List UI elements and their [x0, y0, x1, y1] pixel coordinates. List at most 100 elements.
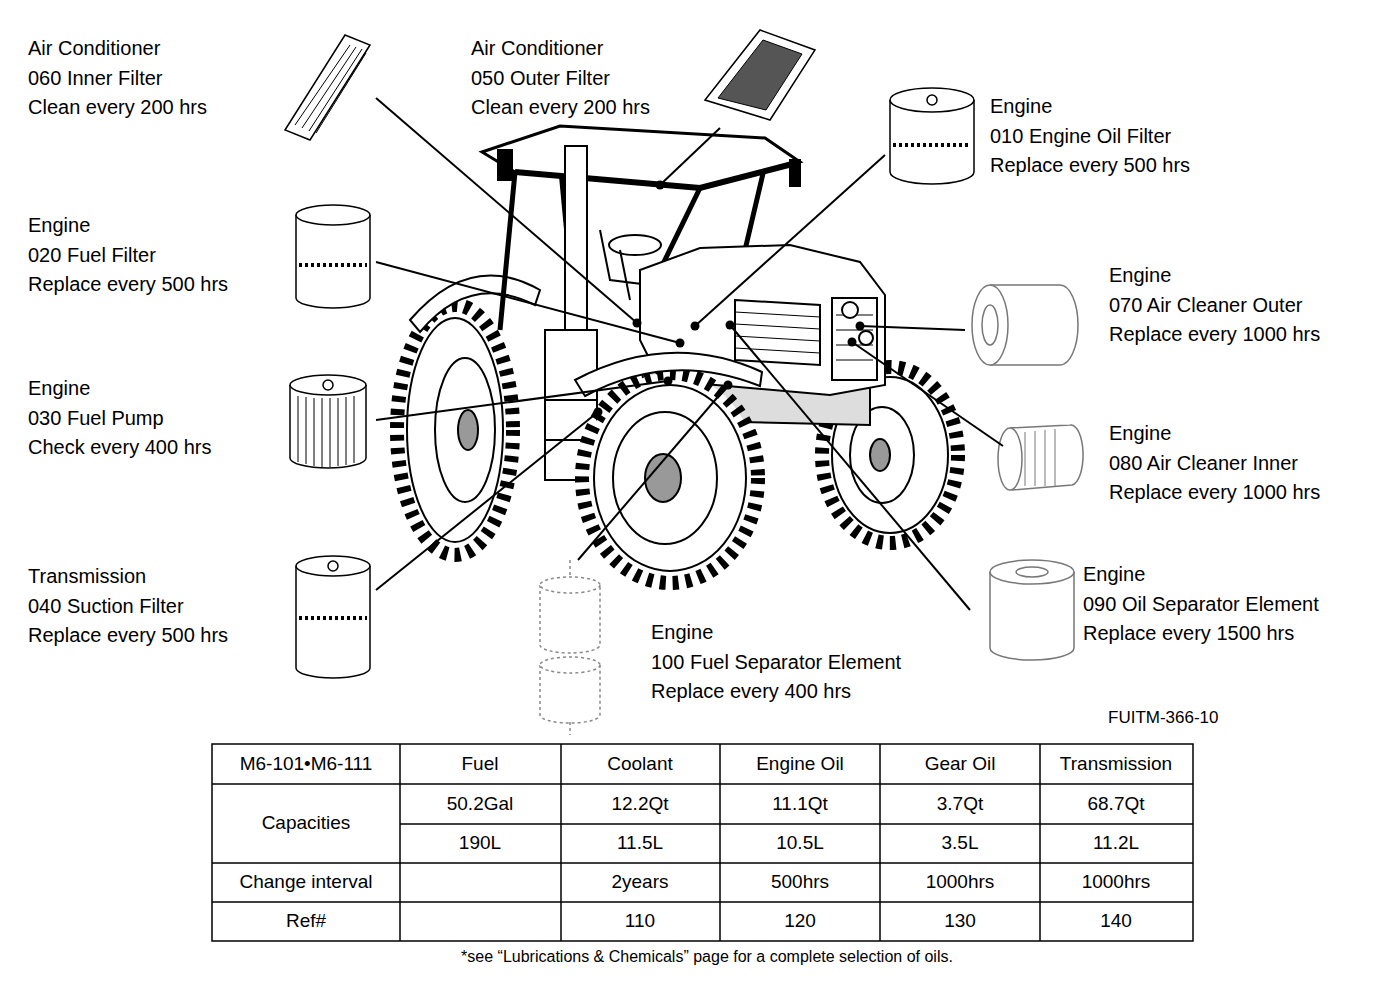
suction-filter: [296, 556, 370, 678]
table-cell: 140: [1100, 910, 1132, 932]
part-name: 040 Suction Filter: [28, 594, 184, 617]
callout-dot: [724, 381, 733, 390]
system-name: Engine: [1083, 563, 1145, 586]
callout-dot: [676, 339, 685, 348]
leader-line: [376, 381, 668, 420]
service-interval: Replace every 500 hrs: [990, 154, 1190, 177]
part-name: 060 Inner Filter: [28, 66, 163, 89]
callout-dot: [726, 321, 735, 330]
callout-dots: [594, 181, 865, 417]
mirror: [498, 150, 512, 180]
row-header: Ref#: [286, 910, 326, 932]
part-name: 010 Engine Oil Filter: [990, 124, 1171, 147]
mirror: [790, 160, 800, 186]
table-cell: 1000hrs: [1082, 871, 1151, 893]
tractor: [397, 126, 958, 583]
system-name: Air Conditioner: [471, 37, 603, 60]
table-cell: 190L: [459, 832, 501, 854]
part-name: 020 Fuel Filter: [28, 243, 156, 266]
oil-filter: [890, 88, 974, 184]
callout-dot: [633, 319, 642, 328]
leader-line: [376, 98, 637, 323]
table-header: Transmission: [1060, 753, 1172, 775]
steering-wheel: [609, 235, 661, 255]
tire: [594, 385, 746, 571]
rim: [435, 358, 495, 502]
service-interval: Clean every 200 hrs: [471, 96, 650, 119]
leader-line: [578, 385, 728, 560]
leader-line: [852, 342, 1003, 446]
tire: [407, 318, 503, 542]
system-name: Engine: [651, 621, 713, 644]
system-name: Engine: [1109, 264, 1171, 287]
headlight: [859, 331, 873, 345]
fender: [410, 275, 540, 332]
model-name: M6-101•M6-111: [240, 753, 373, 775]
service-interval: Clean every 200 hrs: [28, 96, 207, 119]
table-header: Coolant: [607, 753, 673, 775]
outer-filter: [705, 30, 815, 120]
part-name: 100 Fuel Separator Element: [651, 650, 901, 673]
grille: [832, 298, 877, 380]
table-cell: 3.7Qt: [937, 793, 983, 815]
air-cleaner-outer: [972, 285, 1078, 365]
exhaust-pipe: [565, 146, 587, 331]
hub: [458, 410, 478, 450]
table-header: Gear Oil: [925, 753, 996, 775]
service-interval: Replace every 400 hrs: [651, 680, 851, 703]
table-cell: 110: [625, 910, 655, 932]
callout-dot: [594, 408, 603, 417]
leader-line: [695, 155, 885, 326]
system-name: Transmission: [28, 565, 146, 588]
table-cell: 11.2L: [1093, 832, 1139, 854]
table-cell: 2years: [611, 871, 668, 893]
leader-line: [660, 128, 720, 185]
callout-dot: [691, 322, 700, 331]
table-cell: 10.5L: [776, 832, 824, 854]
table-rule: [400, 744, 1040, 941]
table-cell: 500hrs: [771, 871, 829, 893]
leader-lines: [376, 98, 1003, 610]
table-cell: 50.2Gal: [447, 793, 514, 815]
cab-roof: [482, 126, 800, 188]
part-name: 090 Oil Separator Element: [1083, 592, 1319, 615]
oil-separator-element: [990, 560, 1074, 660]
inner-filter: [295, 45, 366, 133]
service-interval: Replace every 500 hrs: [28, 273, 228, 296]
service-interval: Replace every 1000 hrs: [1109, 481, 1320, 504]
headlight: [842, 302, 858, 318]
air-cleaner-inner: [998, 425, 1083, 490]
leader-line: [730, 325, 970, 610]
fuel-pump-element: [290, 375, 366, 468]
system-name: Air Conditioner: [28, 37, 160, 60]
part-name: 030 Fuel Pump: [28, 406, 164, 429]
table-cell: 11.1Qt: [772, 793, 828, 815]
capacity-table: [212, 744, 1193, 941]
table-cell: 130: [944, 910, 976, 932]
inner-filter: [285, 35, 370, 140]
table-border: [212, 744, 1193, 941]
tire: [582, 373, 758, 583]
table-cell: 3.5L: [942, 832, 979, 854]
outer-filter: [718, 40, 802, 110]
filter-pictures: [285, 30, 1083, 735]
part-name: 050 Outer Filter: [471, 66, 610, 89]
figure-code: FUITM-366-10: [1108, 708, 1219, 728]
table-cell: 11.5L: [617, 832, 663, 854]
service-interval: Replace every 1000 hrs: [1109, 323, 1320, 346]
hood-louver: [735, 300, 820, 365]
hub: [870, 439, 890, 471]
table-header: Fuel: [462, 753, 499, 775]
callout-dot: [848, 338, 857, 347]
part-name: 080 Air Cleaner Inner: [1109, 451, 1298, 474]
leader-line: [376, 412, 598, 590]
footnote: *see “Lubrications & Chemicals” page for…: [461, 948, 953, 966]
system-name: Engine: [28, 214, 90, 237]
fuel-filter: [296, 205, 370, 308]
service-interval: Replace every 500 hrs: [28, 624, 228, 647]
service-interval: Check every 400 hrs: [28, 436, 211, 459]
table-cell: 12.2Qt: [611, 793, 668, 815]
system-name: Engine: [990, 95, 1052, 118]
service-interval: Replace every 1500 hrs: [1083, 622, 1294, 645]
callout-dot: [664, 377, 673, 386]
